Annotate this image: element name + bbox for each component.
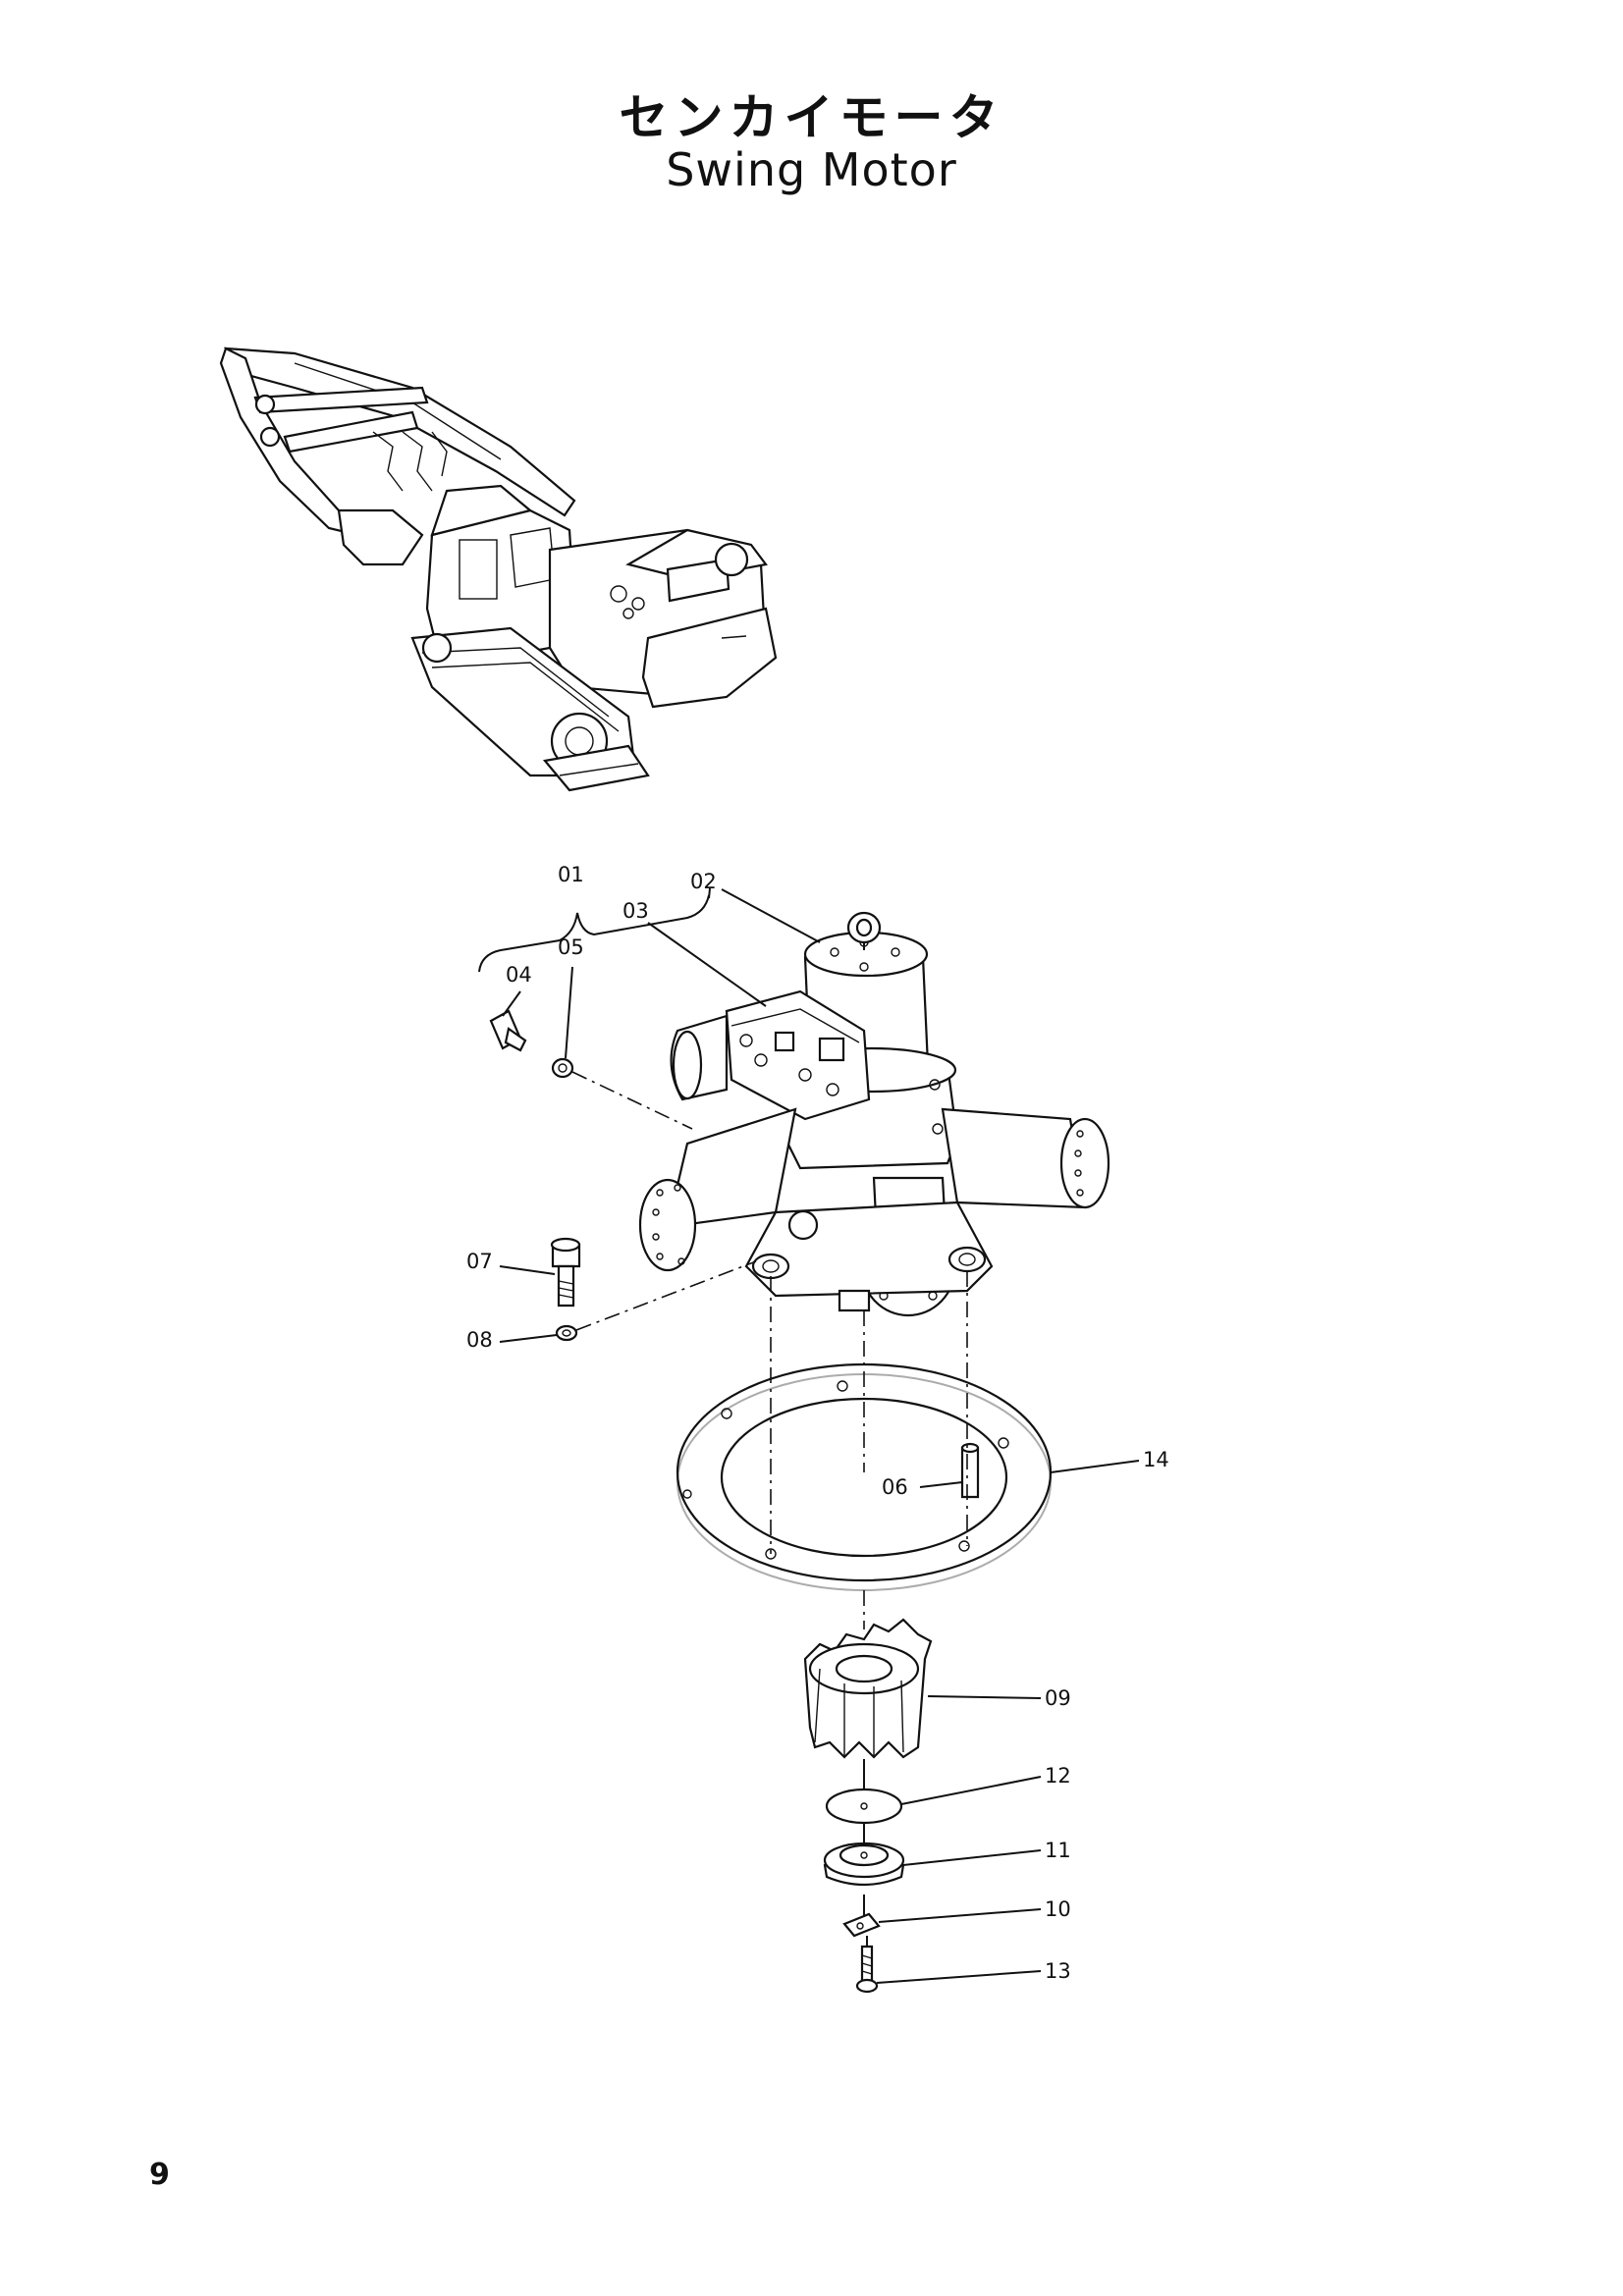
callout-labels: 01 02 03 04 05 06 07 08 09 10 11 12 13 1… xyxy=(466,863,1169,1983)
cap-bolt xyxy=(855,1945,879,1994)
lock-plate xyxy=(842,1912,881,1938)
thrust-plate xyxy=(825,1788,903,1825)
callout-04: 04 xyxy=(506,963,532,987)
callout-03: 03 xyxy=(622,899,649,923)
assembly-center-lines xyxy=(571,1071,968,1947)
bolt-and-washer xyxy=(550,1237,581,1342)
callout-10: 10 xyxy=(1045,1897,1071,1921)
gasket-plate xyxy=(676,1362,1053,1591)
callout-08: 08 xyxy=(466,1328,493,1352)
callout-14: 14 xyxy=(1143,1448,1169,1471)
callout-01: 01 xyxy=(558,863,584,886)
page-title-english: Swing Motor xyxy=(666,143,957,196)
dowel-pin xyxy=(960,1442,980,1499)
end-cap xyxy=(823,1842,905,1887)
callout-05: 05 xyxy=(558,935,584,959)
page-title-japanese: センカイモータ xyxy=(619,89,1004,146)
callout-13: 13 xyxy=(1045,1959,1071,1983)
plug-and-seal xyxy=(489,1009,574,1079)
swing-motor-assembly xyxy=(638,911,1110,1317)
callout-02: 02 xyxy=(690,870,717,893)
excavator-illustration xyxy=(219,347,778,792)
pinion-gear xyxy=(803,1618,933,1759)
callout-11: 11 xyxy=(1045,1839,1071,1862)
callout-07: 07 xyxy=(466,1250,493,1273)
callout-09: 09 xyxy=(1045,1686,1071,1710)
page-number: 9 xyxy=(149,2158,170,2192)
leader-lines xyxy=(478,887,1140,1984)
callout-06: 06 xyxy=(882,1475,908,1499)
callout-12: 12 xyxy=(1045,1764,1071,1788)
